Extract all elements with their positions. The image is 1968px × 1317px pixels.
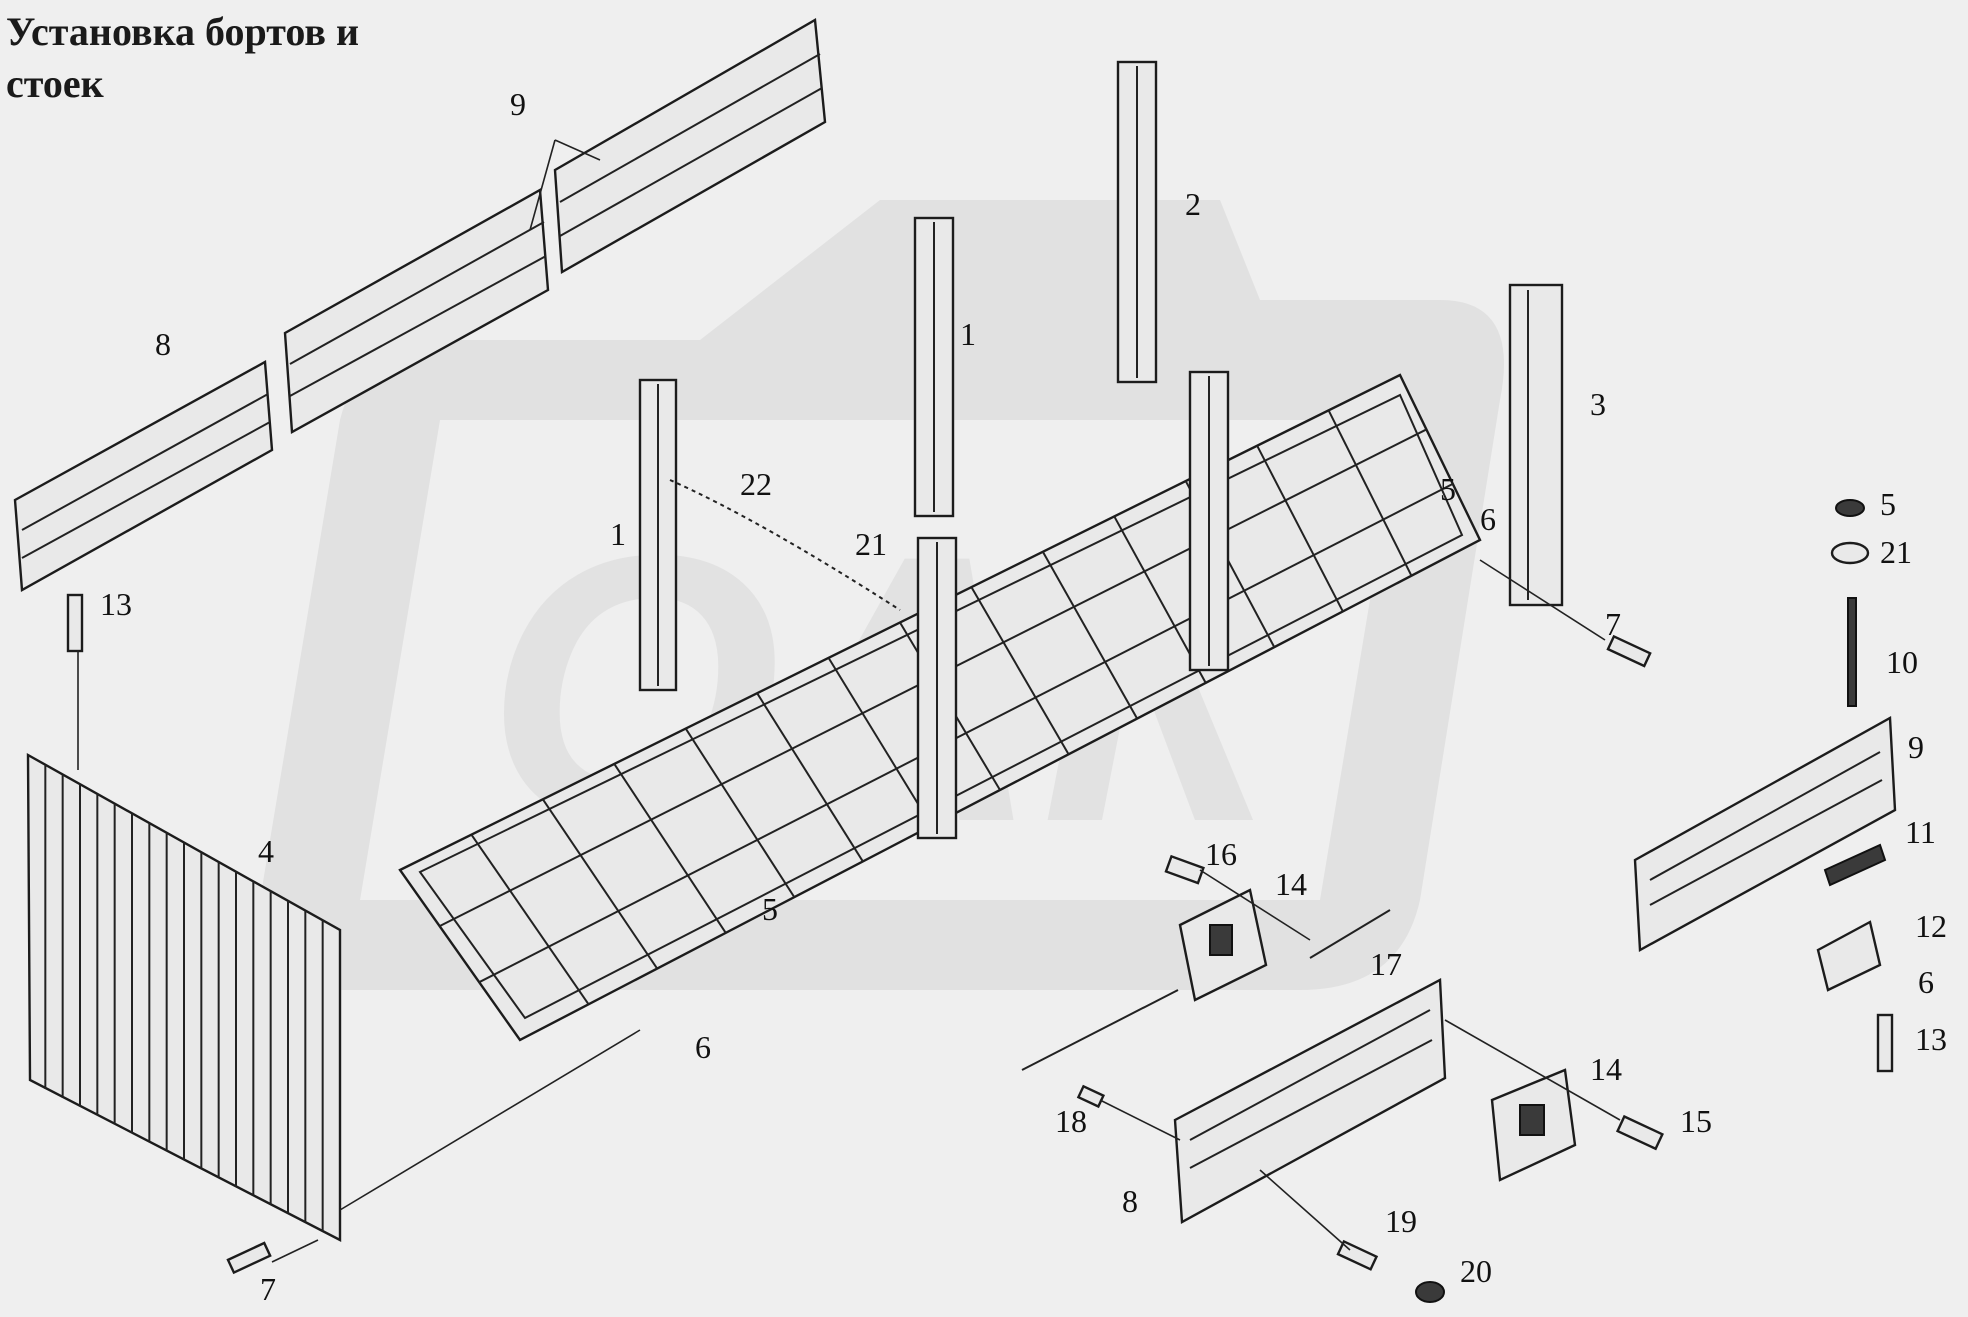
callout-label: 19 [1385,1203,1417,1239]
callout-label: 8 [1122,1183,1138,1219]
callout-label: 13 [1915,1021,1947,1057]
callout-label: 15 [1680,1103,1712,1139]
callout-label: 17 [1370,946,1402,982]
bolt-13-left [66,593,84,653]
bolt-19 [1336,1239,1379,1271]
callout-label: 16 [1205,836,1237,872]
callout-label: 5 [762,891,778,927]
washer-21 [1830,541,1870,565]
callout-label: 8 [155,326,171,362]
callout-label: 6 [1918,964,1934,1000]
front-board-4 [26,752,342,1242]
callout-label: 14 [1590,1051,1622,1087]
bolt-10 [1847,597,1857,707]
bolt-7-front [226,1241,272,1275]
callout-label: 4 [258,833,274,869]
diagram-title: Установка бортов и стоек [6,9,359,106]
side-board-9-middle [283,188,550,434]
post-1-upper [913,216,955,518]
post-2 [1116,60,1158,384]
bolt-13-right [1876,1013,1894,1073]
post-3 [1508,283,1564,607]
rear-board-8 [1173,978,1447,1224]
callout-label: 18 [1055,1103,1087,1139]
callout-label: 7 [260,1271,276,1307]
hinge-plate-14-lower [1490,1068,1577,1182]
callout-label: 14 [1275,866,1307,902]
callout-label: 20 [1460,1253,1492,1289]
callout-label: 5 [1440,471,1456,507]
washer-5 [1835,499,1865,517]
callout-label: 3 [1590,386,1606,422]
callout-label: 12 [1915,908,1947,944]
side-board-8 [13,360,274,592]
hinge-plate-14-upper [1178,888,1268,1002]
callout-labels: 1213222156798134567521109111261316141714… [100,86,1947,1307]
bolt-15 [1615,1114,1664,1151]
washer-20 [1415,1281,1445,1303]
callout-label: 7 [1605,606,1621,642]
callout-label: 21 [1880,534,1912,570]
callout-label: 9 [1908,729,1924,765]
plate-11 [1823,843,1887,887]
callout-label: 11 [1905,814,1936,850]
bolt-7-rear [1606,634,1652,668]
side-board-9-rear [553,18,827,274]
rod [1021,989,1179,1071]
post-rear [1188,370,1230,672]
callout-label: 1 [610,516,626,552]
rear-board-9 [1633,716,1897,952]
callout-label: 21 [855,526,887,562]
callout-label: 9 [510,86,526,122]
leader-lines [77,139,1621,1263]
post-1-left [638,378,678,692]
callout-label: 2 [1185,186,1201,222]
bolt-16 [1164,854,1205,885]
chain-22 [669,479,901,611]
callout-label: 1 [960,316,976,352]
callout-label: 22 [740,466,772,502]
callout-label: 6 [1480,501,1496,537]
callout-label: 6 [695,1029,711,1065]
callout-label: 10 [1886,644,1918,680]
callout-label: 13 [100,586,132,622]
callout-label: 5 [1880,486,1896,522]
bolt-17 [1309,909,1391,959]
post-1-lower [916,536,958,840]
bracket-12 [1816,920,1882,992]
